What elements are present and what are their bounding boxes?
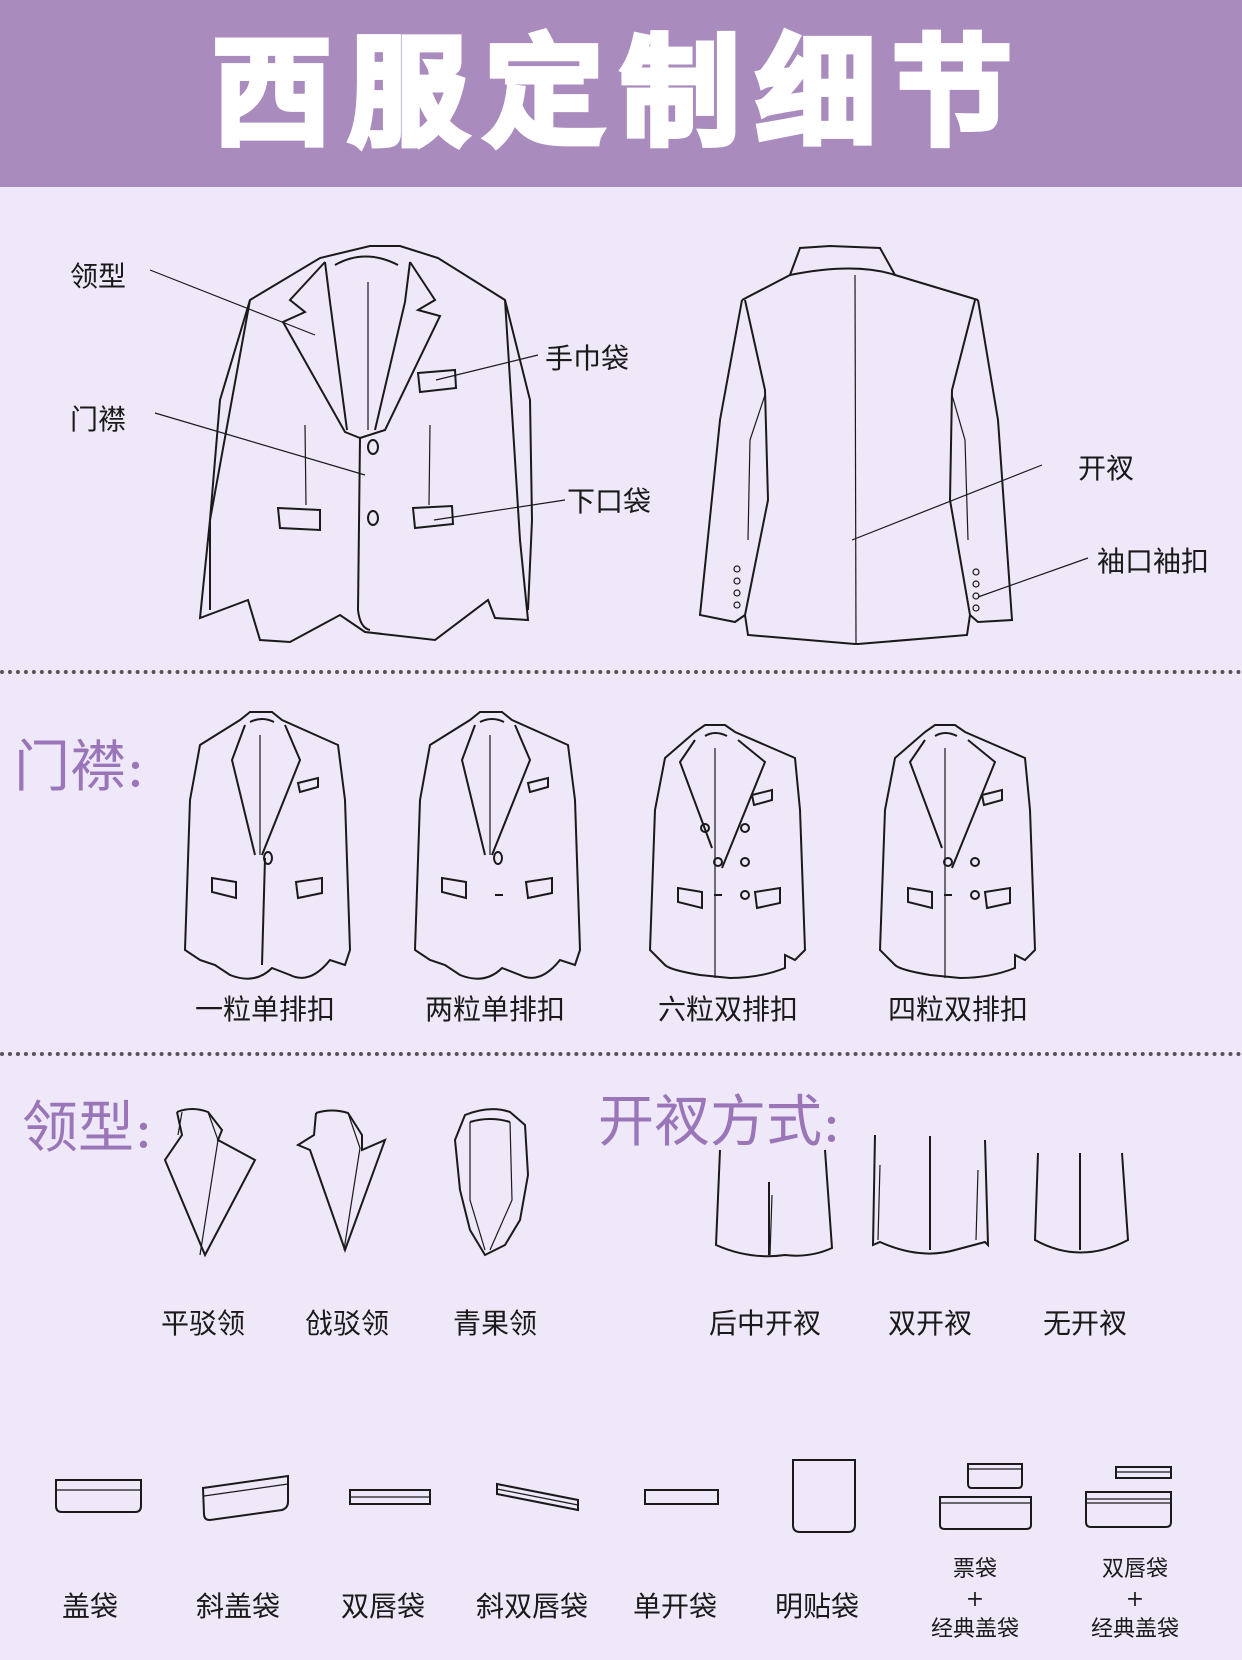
lapel-label-shawl: 青果领	[452, 1307, 537, 1340]
lapel-illustrations	[163, 1108, 530, 1258]
double-vent-icon	[871, 1134, 990, 1255]
slanted-flap-pocket-icon	[201, 1474, 289, 1522]
patch-pocket-icon	[792, 1459, 856, 1533]
label-front-closure: 门襟	[70, 403, 127, 436]
section-divider	[0, 1052, 1242, 1056]
no-vent-icon	[1033, 1152, 1130, 1254]
front-jacket-illustration	[149, 245, 566, 644]
label-lapel: 领型	[70, 260, 127, 293]
single-breasted-two-button-icon	[413, 711, 582, 980]
vent-label-center: 后中开衩	[708, 1307, 821, 1340]
pocket-label-ticket-plus-flap: 票袋 + 经典盖袋	[930, 1557, 1019, 1642]
label-cuff-buttons: 袖口袖扣	[1097, 545, 1210, 578]
closure-label-one-button: 一粒单排扣	[194, 993, 335, 1026]
vent-label-double: 双开衩	[887, 1307, 972, 1340]
section-divider	[0, 670, 1242, 674]
flap-pocket-icon	[55, 1479, 142, 1513]
single-jetted-pocket-icon	[644, 1489, 719, 1505]
pocket-label-single-jetted: 单开袋	[632, 1590, 717, 1623]
pocket-label-flap: 盖袋	[61, 1590, 118, 1623]
double-breasted-six-button-icon	[648, 724, 807, 980]
closure-jacket-illustrations	[183, 711, 1037, 980]
double-jetted-plus-flap-pocket-icon	[1085, 1466, 1172, 1528]
lapel-label-peak: 戗驳领	[304, 1307, 389, 1340]
closure-label-two-button: 两粒单排扣	[424, 993, 565, 1026]
closure-label-six-button-double: 六粒双排扣	[657, 993, 798, 1026]
vent-section-title: 开衩方式:	[598, 1090, 841, 1155]
label-vent: 开衩	[1078, 452, 1135, 485]
double-breasted-four-button-icon	[878, 724, 1037, 980]
center-vent-icon	[714, 1149, 834, 1258]
page-title: 西服定制细节	[210, 21, 1029, 165]
pocket-label-double-jetted: 双唇袋	[340, 1590, 425, 1623]
single-breasted-one-button-icon	[183, 711, 352, 980]
label-breast-pocket: 手巾袋	[545, 342, 630, 375]
lapel-label-notch: 平驳领	[160, 1307, 245, 1340]
notch-lapel-icon	[163, 1108, 257, 1258]
back-jacket-illustration	[698, 244, 1089, 645]
double-jetted-pocket-icon	[349, 1489, 431, 1505]
shawl-lapel-icon	[453, 1108, 530, 1257]
pocket-label-patch: 明贴袋	[774, 1590, 859, 1623]
peak-lapel-icon	[295, 1109, 387, 1253]
pocket-label-slanted-double-jetted: 斜双唇袋	[475, 1590, 588, 1623]
lapel-section-title: 领型:	[22, 1096, 153, 1161]
header-banner: 西服定制细节	[0, 0, 1242, 187]
vent-label-none: 无开衩	[1042, 1307, 1127, 1340]
ticket-plus-flap-pocket-icon	[939, 1463, 1032, 1530]
closure-label-four-button-double: 四粒双排扣	[887, 993, 1028, 1026]
label-lower-pocket: 下口袋	[567, 485, 652, 518]
vent-illustrations	[714, 1134, 1130, 1258]
pocket-label-slanted-flap: 斜盖袋	[195, 1590, 280, 1623]
pocket-label-double-jetted-plus-flap: 双唇袋 + 经典盖袋	[1090, 1557, 1179, 1642]
slanted-double-jetted-pocket-icon	[496, 1482, 579, 1512]
closure-section-title: 门襟:	[14, 735, 145, 800]
